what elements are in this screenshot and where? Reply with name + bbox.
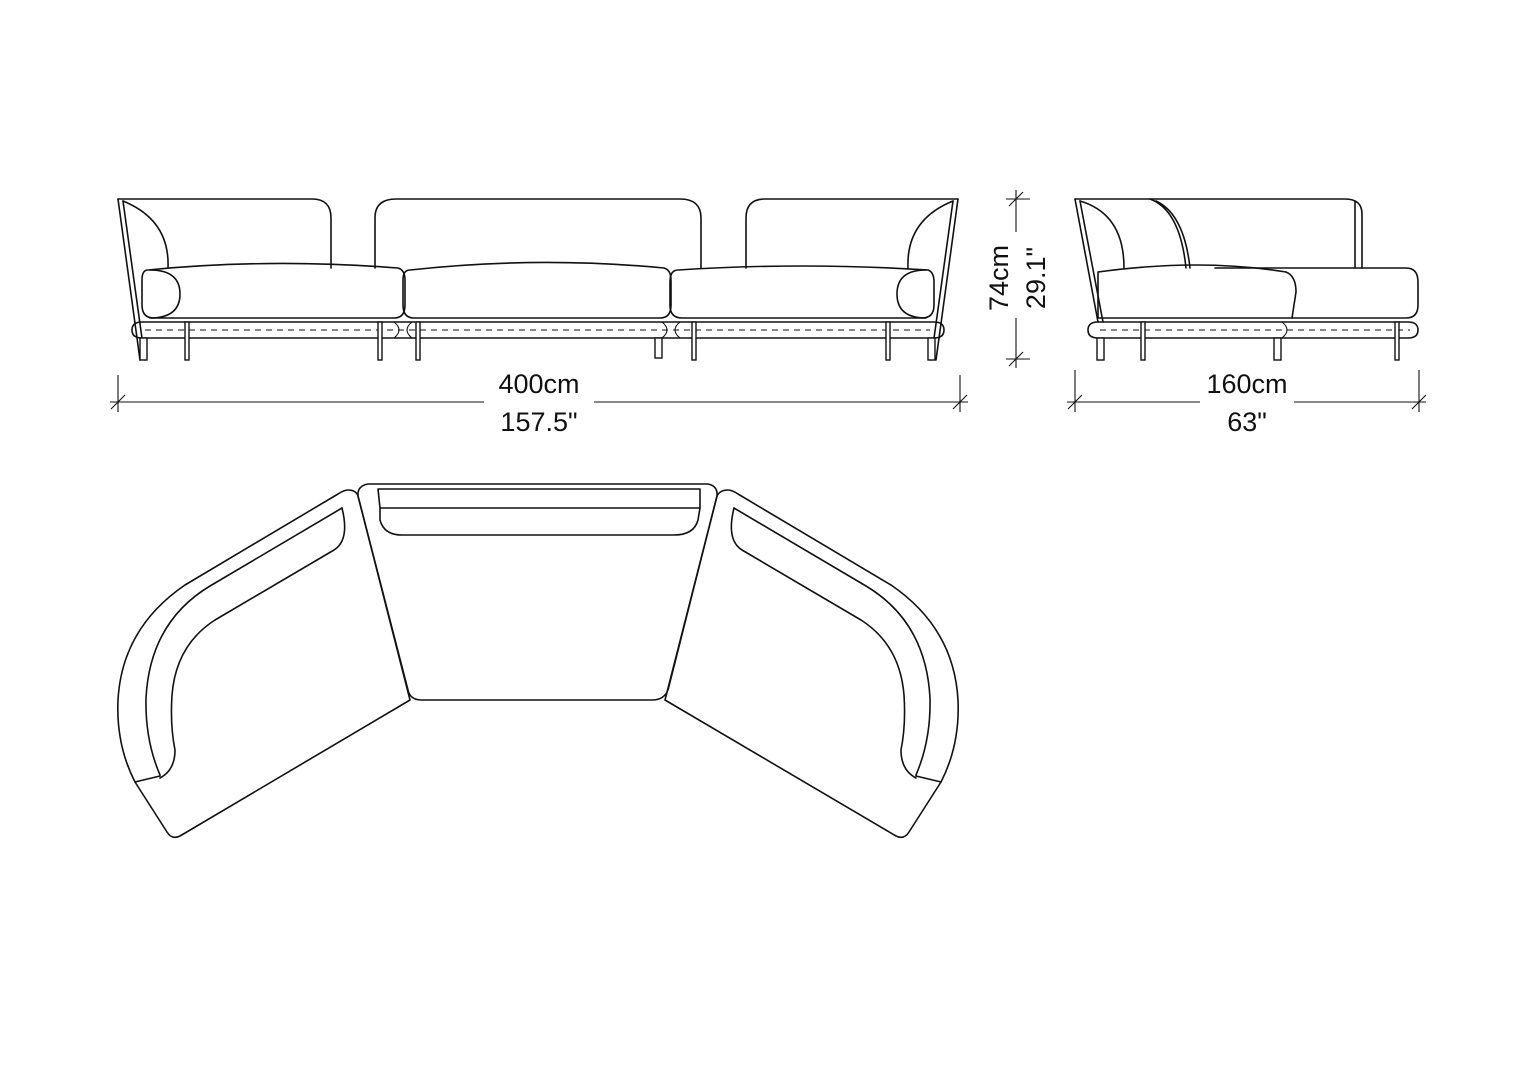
plan-left-module [117,489,411,839]
plan-left-arm-curve [159,507,346,779]
plan-left-arm-end [134,775,161,783]
top-plan-view [117,483,959,839]
plan-left-backrest-inner [145,507,343,776]
side-depth-dimension: 160cm 63" [1067,369,1427,437]
side-leg [1394,321,1400,361]
right-seat-cushion [669,265,935,319]
left-side-panel [117,198,146,361]
side-leg [1096,337,1105,361]
front-leg [139,337,148,361]
right-backrest [745,198,959,269]
label-mask [484,388,594,416]
side-leg [1140,321,1146,361]
dimension-tick [1411,394,1427,410]
side-headrest-curve [1149,198,1191,269]
plan-center-back-cushion [379,507,701,536]
dimension-tick [952,394,968,410]
plan-right-arm-end [915,775,942,783]
left-backrest [117,198,332,269]
side-leg [1273,337,1282,361]
side-backrest [1074,198,1363,269]
plan-center-backrest [377,488,701,509]
side-back-edge [1074,198,1356,323]
right-arm-cushion [896,269,927,319]
left-seat-cushion [141,262,406,319]
side-back-cushion-curve [1079,200,1125,269]
side-depth-in-label: 63" [1227,407,1267,437]
dimension-tick [1067,394,1083,410]
side-elevation-view [1074,198,1419,361]
side-footrest-cushion [1214,267,1419,319]
center-backrest [374,198,702,269]
side-seat-cushion [1097,264,1297,319]
front-leg [415,321,421,361]
side-depth-cm-label: 160cm [1206,369,1287,399]
front-leg [927,337,936,361]
plan-right-module [664,489,959,839]
side-base [1087,321,1419,339]
front-base [131,321,945,339]
front-leg [184,321,190,361]
left-arm-cushion [149,269,181,319]
height-in-label: 29.1" [1021,247,1051,309]
height-cm-label: 74cm [984,245,1014,311]
right-side-panel [930,198,959,361]
left-arm-curve [122,200,169,269]
label-mask [1002,232,1030,318]
front-width-dimension: 400cm 157.5" [110,369,968,437]
plan-center-module [357,483,718,701]
front-width-in-label: 157.5" [500,407,577,437]
side-base-joint [1281,321,1288,339]
front-elevation-view [117,198,959,361]
height-dimension: 74cm 29.1" [984,190,1051,368]
right-arm-curve [907,200,954,269]
dimension-tick [110,394,126,410]
front-width-cm-label: 400cm [498,369,579,399]
label-mask [1200,388,1294,416]
dimension-tick [1008,351,1024,367]
plan-right-backrest-inner [733,507,931,776]
front-leg [691,321,697,361]
front-leg [377,321,383,361]
center-seat-cushion [402,261,672,319]
front-leg [654,337,663,359]
plan-right-arm-curve [730,507,917,779]
front-leg [885,321,891,361]
dimension-tick [1008,191,1024,207]
